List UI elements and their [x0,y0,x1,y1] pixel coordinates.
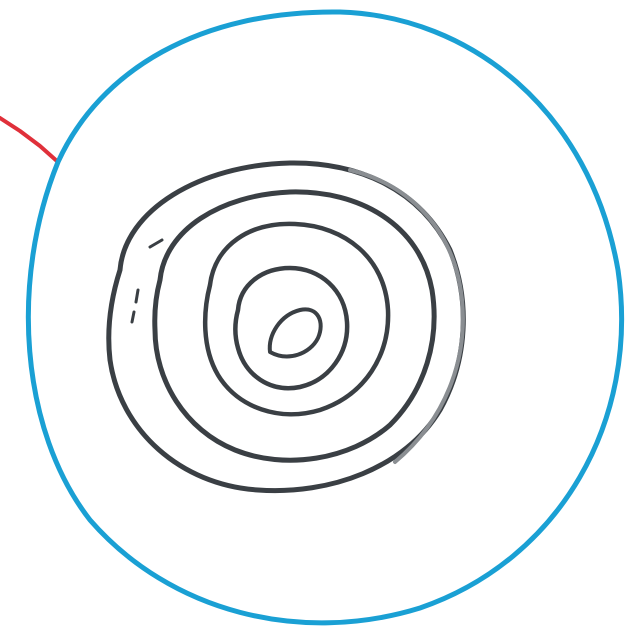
sketch-tick-3 [132,312,134,322]
sketch-tick-2 [136,290,138,302]
